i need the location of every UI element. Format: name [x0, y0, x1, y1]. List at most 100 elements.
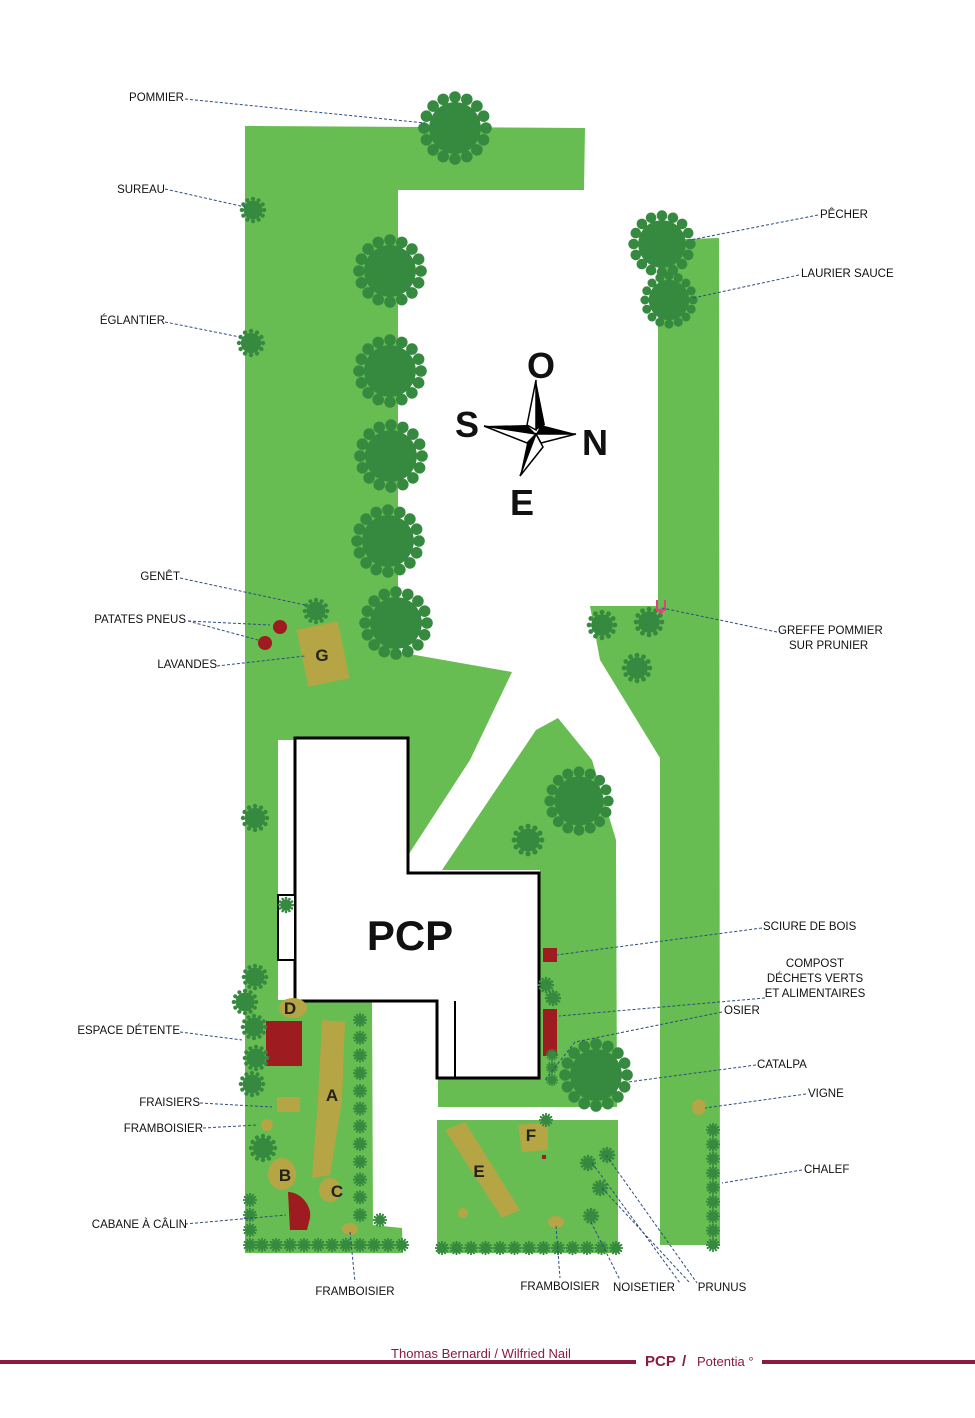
label-vigne: VIGNE — [808, 1088, 844, 1100]
label-patates-pneus: PATATES PNEUS — [94, 614, 186, 626]
hedge-osier-2 — [545, 1073, 559, 1087]
shrub-cabane — [372, 1212, 388, 1228]
hedge-chalef-6 — [705, 1209, 721, 1224]
label-espace-detente: ESPACE DÉTENTE — [77, 1024, 180, 1037]
grass-areas — [245, 126, 720, 1253]
shrub-detente-3 — [240, 1013, 268, 1041]
label-genet: GENÊT — [140, 570, 180, 583]
hedge-west-bottom-3 — [242, 1237, 258, 1253]
zone-b: B — [279, 1166, 291, 1185]
tree-catalpa — [559, 1038, 633, 1112]
label-chalef: CHALEF — [804, 1164, 849, 1176]
shrub-east-1 — [586, 609, 618, 641]
label-greffe-1: GREFFE POMMIER — [778, 625, 883, 637]
shrub-west-2 — [277, 896, 295, 914]
patate-pneu-1 — [273, 620, 287, 634]
hedge-south-west-3 — [296, 1237, 312, 1253]
zone-g: G — [315, 646, 328, 665]
tree-row-1 — [353, 234, 427, 308]
label-sciure: SCIURE DE BOIS — [763, 921, 857, 933]
hedge-south-west-9 — [380, 1237, 396, 1253]
hedge-south-middle-4 — [492, 1240, 508, 1256]
zone-a: A — [326, 1086, 338, 1105]
tree-row-2 — [353, 334, 427, 408]
hedge-a-8 — [352, 1154, 368, 1169]
footer-authors: Thomas Bernardi / Wilfried Nail — [391, 1346, 571, 1361]
label-lavandes: LAVANDES — [157, 659, 217, 671]
hedge-south-west-10 — [394, 1237, 410, 1253]
hedge-a-4 — [352, 1083, 368, 1098]
label-pecher: PÊCHER — [820, 208, 868, 221]
shrub-eglantier — [236, 328, 266, 358]
hedge-a-2 — [352, 1048, 368, 1063]
hedge-a-1 — [352, 1030, 368, 1045]
compost — [543, 1009, 557, 1056]
hedge-south-middle-1 — [449, 1240, 464, 1256]
zone-e: E — [473, 1162, 484, 1181]
garden-west-lower — [278, 1000, 403, 1253]
shrub-compost-1 — [537, 976, 555, 994]
bed-fraisiers — [277, 1097, 300, 1112]
hedge-osier-0 — [545, 1048, 559, 1062]
bed-d — [279, 998, 307, 1018]
hedge-chalef-3 — [705, 1166, 721, 1181]
bed-g — [296, 621, 350, 687]
zone-letters: A B C D E F G — [279, 646, 536, 1201]
bed-a — [312, 1020, 345, 1178]
label-fraisiers: FRAISIERS — [139, 1097, 200, 1109]
hedge-a-9 — [352, 1172, 368, 1187]
beds — [261, 621, 706, 1235]
footer-separator: / — [682, 1353, 687, 1370]
shrub-sureau — [239, 196, 267, 224]
hedge-chalef-7 — [705, 1223, 721, 1238]
patate-pneu-2 — [258, 636, 272, 650]
hedge-south-middle-6 — [521, 1240, 537, 1256]
shrub-prunus-2 — [591, 1179, 609, 1197]
shrub-framboise — [248, 1133, 278, 1163]
tree-middle — [544, 766, 614, 836]
structures — [258, 620, 557, 1230]
hedge-south-middle-10 — [579, 1240, 595, 1256]
compass-south: S — [455, 404, 479, 445]
bed-e — [445, 1122, 520, 1218]
hedge-chalef-8 — [705, 1237, 721, 1253]
shrub-genet — [302, 597, 330, 625]
bed-f — [518, 1122, 548, 1152]
shrub-middle — [511, 823, 545, 857]
label-eglantier: ÉGLANTIER — [100, 314, 165, 327]
hedge-south-west-0 — [254, 1237, 270, 1253]
label-noisetier: NOISETIER — [613, 1282, 675, 1294]
shrub-noisetier — [582, 1207, 600, 1225]
hedge-south-middle-7 — [536, 1240, 551, 1256]
shrub-detente-2 — [231, 988, 259, 1016]
hedge-south-west-1 — [268, 1237, 284, 1253]
tree-pecher — [628, 210, 696, 278]
house-outline — [293, 736, 541, 1080]
zone-f: F — [526, 1126, 536, 1145]
shrub-west-1 — [240, 803, 270, 833]
bed-c — [319, 1178, 341, 1202]
hedge-west-bottom-0 — [242, 1192, 258, 1208]
hedge-south-middle-9 — [565, 1240, 580, 1256]
shrub-detente-1 — [241, 963, 269, 991]
shrub-f — [538, 1112, 554, 1128]
lawn-east-strip — [590, 238, 720, 1245]
hedge-chalef-4 — [705, 1180, 721, 1195]
hedge-a-3 — [352, 1066, 368, 1081]
shrub-detente-4 — [242, 1044, 270, 1072]
hedge-south-west-2 — [282, 1237, 298, 1253]
label-compost-2: DÉCHETS VERTS — [767, 972, 864, 985]
tree-row-3 — [354, 419, 428, 493]
labels: POMMIER SUREAU ÉGLANTIER GENÊT PATATES P… — [77, 92, 894, 1298]
label-greffe-2: SUR PRUNIER — [789, 640, 868, 652]
bed-vigne — [692, 1099, 706, 1115]
sciure-de-bois — [543, 948, 557, 962]
label-sureau: SUREAU — [117, 184, 165, 196]
hedge-south-middle-2 — [463, 1240, 479, 1256]
shrub-prunus-1 — [579, 1154, 597, 1172]
hedge-a-7 — [352, 1137, 368, 1152]
house-label: PCP — [367, 912, 453, 959]
label-osier: OSIER — [724, 1005, 760, 1017]
shrub-east-2 — [633, 606, 665, 638]
